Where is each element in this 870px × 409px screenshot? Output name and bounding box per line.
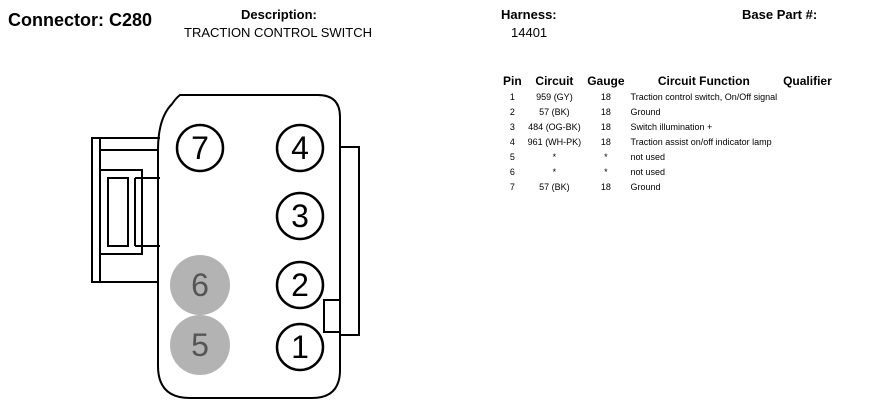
latch-tab [99,169,143,255]
cell-circuit-function: Ground [630,106,661,117]
pinout-table: Pin Circuit Gauge Circuit Function Quali… [500,72,835,194]
cell-gauge: 18 [600,91,611,102]
pin-circle [275,123,325,173]
pin-circle [275,191,325,241]
cell-pin: 1 [509,91,515,102]
table-row: 4 961 (WH-PK) 18 Traction assist on/off ind… [500,134,835,149]
connector-housing [157,94,341,399]
cell-qualifier [780,119,835,134]
cell-gauge: * [604,151,608,162]
pin-number: 1 [291,329,309,365]
cell-circuit: 57 (BK) [539,181,570,192]
cell-qualifier [780,104,835,119]
connector-rib [339,146,360,336]
pin-number: 7 [191,130,209,166]
pin-number: 3 [291,198,309,234]
column-header-circuit-function: Circuit Function [657,73,750,88]
table-row: 3 484 (OG-BK) 18 Switch illumination + [500,119,835,134]
cell-qualifier [780,179,835,194]
cell-gauge: 18 [600,136,611,147]
cell-qualifier [780,134,835,149]
cell-gauge: 18 [600,121,611,132]
description-label: Description: [241,7,317,22]
pin-cavity-2: 2 [275,260,325,310]
connector-title: Connector: C280 [8,10,153,30]
column-header-qualifier: Qualifier [783,73,832,88]
pin-cavity-6: 6 [170,255,230,315]
cell-qualifier [780,164,835,179]
cell-qualifier [780,149,835,164]
table-row: 1 959 (GY) 18 Traction control switch, On/O… [500,89,835,104]
cell-circuit-function: not used [630,151,666,162]
cell-circuit: 484 (OG-BK) [528,121,581,132]
cell-pin: 5 [509,151,515,162]
table-row: 2 57 (BK) 18 Ground [500,104,835,119]
cell-pin: 7 [509,181,515,192]
latch-tab-inner [107,177,129,247]
pin-cavity-1: 1 [275,322,325,372]
pin-circle [175,123,225,173]
connector-face-diagram: 7 4 3 6 2 5 1 [91,94,360,399]
pin-number: 4 [291,130,309,166]
cell-pin: 3 [509,121,515,132]
cell-circuit: 959 (GY) [536,91,573,102]
cell-circuit: 961 (WH-PK) [527,136,582,147]
column-header-pin: Pin [503,73,522,88]
table-row: 6 * * not used [500,164,835,179]
cell-circuit-function: Switch illumination + [630,121,713,132]
cell-circuit-function: Traction assist on/off indicator lamp [630,136,772,147]
pin-circle [170,255,230,315]
cell-gauge: * [604,166,608,177]
cell-circuit: 57 (BK) [539,106,570,117]
harness-label: Harness: [501,7,557,22]
cell-pin: 6 [509,166,515,177]
cell-pin: 2 [509,106,515,117]
pin-circle [275,260,325,310]
column-header-gauge: Gauge [587,73,625,88]
pin-cavity-7: 7 [175,123,225,173]
cell-circuit: * [552,166,557,177]
pinout-header-row: Pin Circuit Gauge Circuit Function Quali… [500,72,835,89]
cell-circuit-function: Ground [630,181,661,192]
connector-latch [91,137,160,283]
column-header-circuit: Circuit [535,73,574,88]
base-part-label: Base Part #: [742,7,818,22]
cell-pin: 4 [509,136,515,147]
cell-circuit-function: Traction control switch, On/Off signal [630,91,778,102]
pin-cavity-4: 4 [275,123,325,173]
harness-value: 14401 [511,25,548,40]
cell-gauge: 18 [600,106,611,117]
cell-gauge: 18 [600,181,611,192]
connector-key [323,299,341,333]
table-row: 7 57 (BK) 18 Ground [500,179,835,194]
description-value: TRACTION CONTROL SWITCH [184,25,373,40]
pin-number: 2 [291,267,309,303]
cell-circuit: * [552,151,557,162]
cell-circuit-function: not used [630,166,666,177]
pin-cavity-5: 5 [170,315,230,375]
cell-qualifier [780,89,835,104]
pin-number: 5 [191,327,209,363]
pin-circle [275,322,325,372]
pin-circle [170,315,230,375]
pin-number: 6 [191,267,209,303]
table-row: 5 * * not used [500,149,835,164]
pin-cavity-3: 3 [275,191,325,241]
